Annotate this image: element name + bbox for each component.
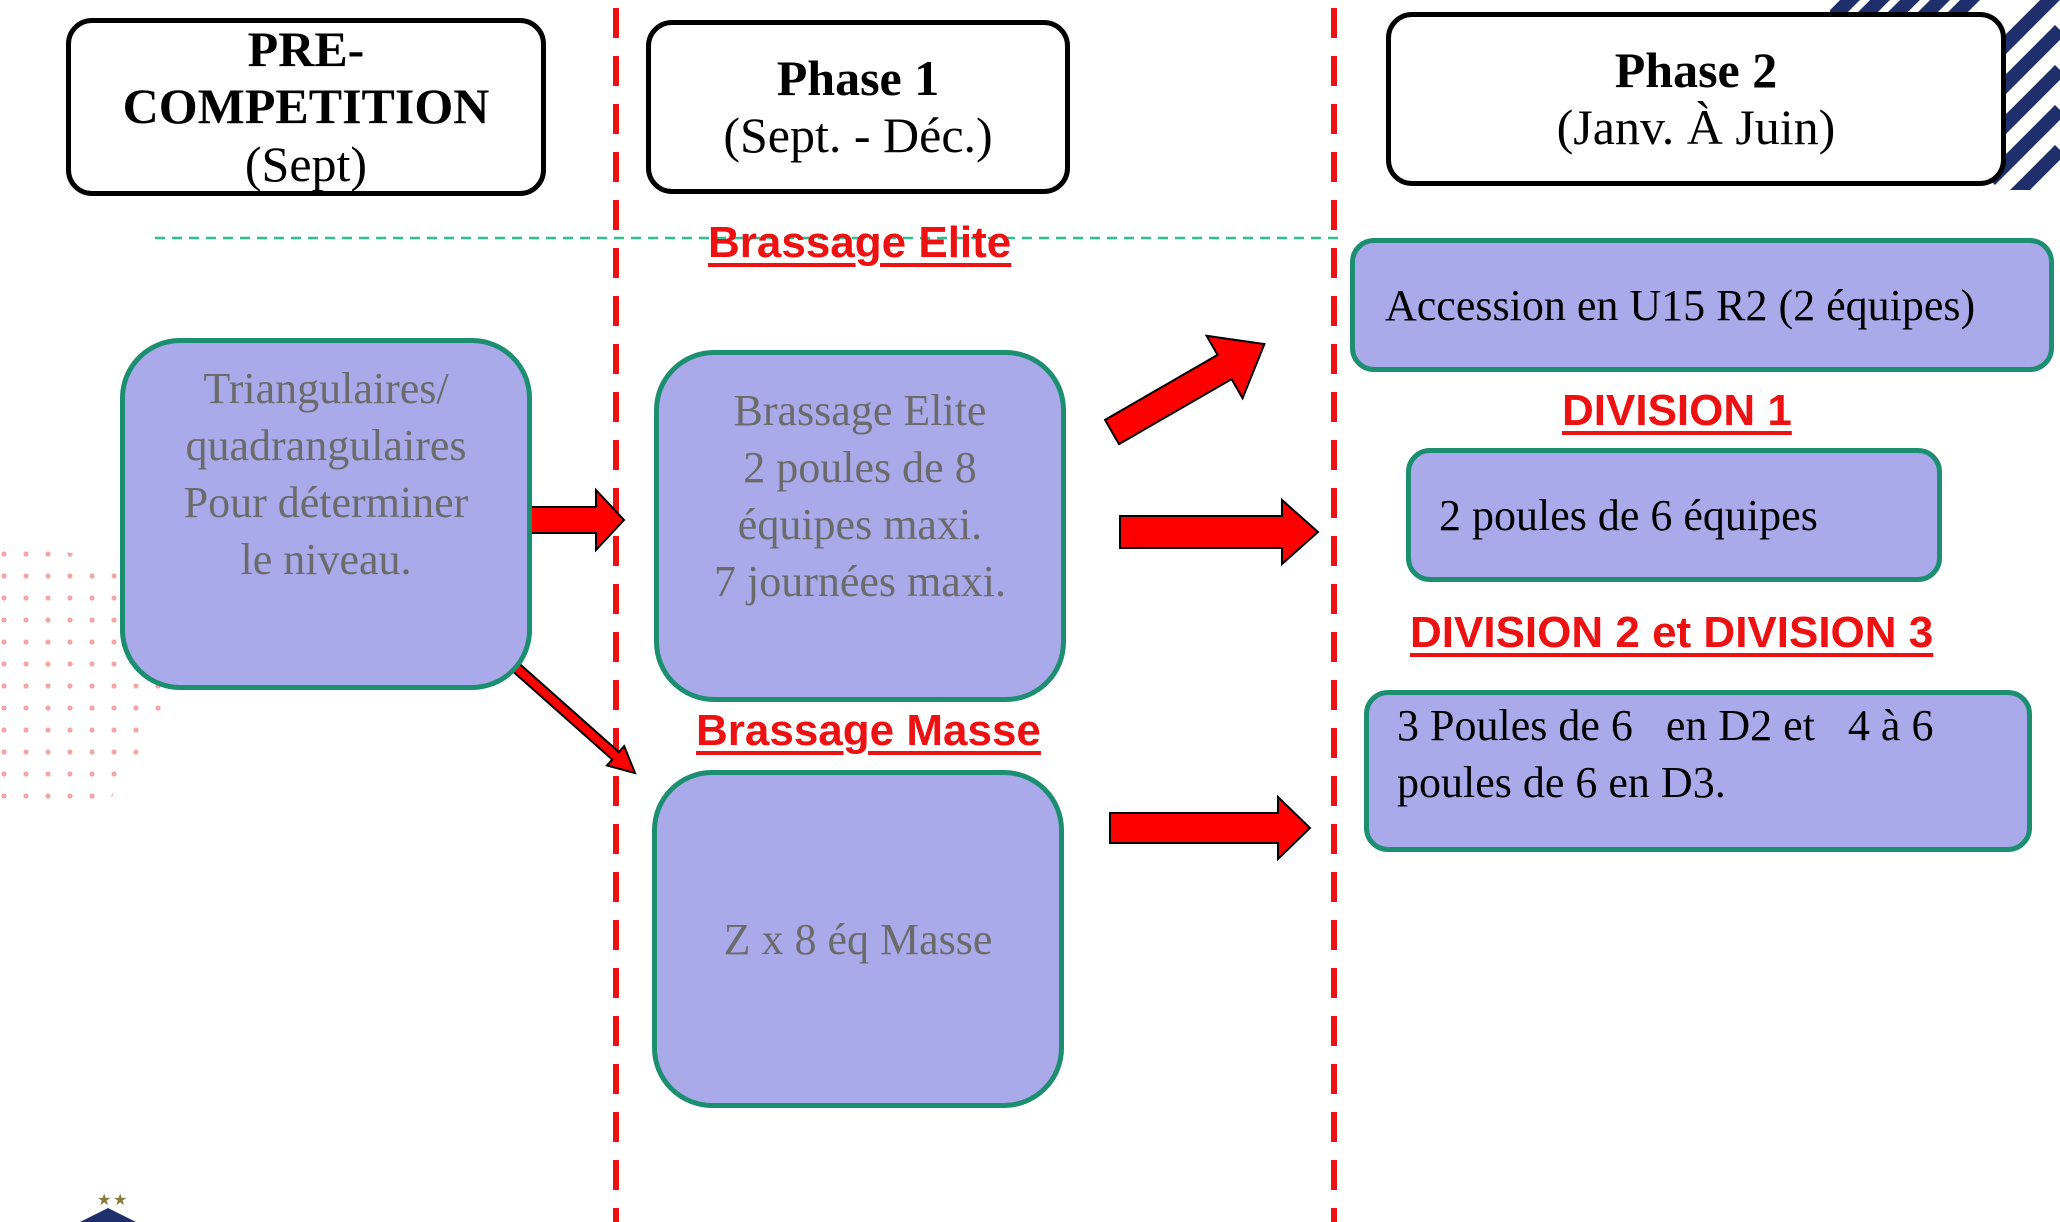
header-pre-line1: PRE- <box>247 20 365 77</box>
arrow-masse-to-div23 <box>1109 794 1312 862</box>
label-division-2-3: DIVISION 2 et DIVISION 3 <box>1410 608 1934 657</box>
box-div1-text: 2 poules de 6 équipes <box>1439 490 1818 540</box>
header-pre-sub: (Sept) <box>244 135 368 192</box>
stars-logo: ★ ★ <box>80 1190 136 1222</box>
label-brassage-masse: Brassage Masse <box>696 706 1041 755</box>
box-pre-line: Triangulaires/ <box>203 364 449 413</box>
box-division-2-3: 3 Poules de 6 en D2 et 4 à 6 poules de 6… <box>1364 690 2032 852</box>
label-brassage-elite: Brassage Elite <box>708 218 1012 267</box>
svg-text:★: ★ <box>113 1190 127 1209</box>
box-brassage-masse: Z x 8 éq Masse <box>652 770 1064 1108</box>
box-elite-line: 7 journées maxi. <box>713 557 1007 606</box>
box-accession: Accession en U15 R2 (2 équipes) <box>1350 238 2054 372</box>
box-elite-line: Brassage Elite <box>733 386 987 435</box>
label-division-1: DIVISION 1 <box>1562 386 1792 435</box>
header-phase2: Phase 2 (Janv. À Juin) <box>1386 12 2006 186</box>
box-pre-line: quadrangulaires <box>185 421 467 470</box>
header-phase2-sub: (Janv. À Juin) <box>1556 99 1836 155</box>
box-elite-line: équipes maxi. <box>737 500 983 549</box>
box-div23-line: 3 Poules de 6 en D2 et 4 à 6 <box>1397 701 1934 750</box>
box-div23-line: poules de 6 en D3. <box>1397 758 1726 807</box>
arrow-elite-to-accession <box>1103 334 1266 446</box>
box-masse-line: Z x 8 éq Masse <box>723 914 993 964</box>
header-phase1: Phase 1 (Sept. - Déc.) <box>646 20 1070 194</box>
box-pre-competition: Triangulaires/ quadrangulaires Pour déte… <box>120 338 532 690</box>
box-division-1: 2 poules de 6 équipes <box>1406 448 1942 582</box>
box-pre-line: le niveau. <box>240 535 412 584</box>
box-pre-line: Pour déterminer <box>183 478 469 527</box>
arrow-elite-to-div1 <box>1119 497 1320 567</box>
header-phase2-title: Phase 2 <box>1614 41 1778 98</box>
box-elite-line: 2 poules de 8 <box>743 443 977 492</box>
svg-text:★: ★ <box>97 1190 111 1209</box>
header-phase1-title: Phase 1 <box>776 49 940 106</box>
box-brassage-elite: Brassage Elite 2 poules de 8 équipes max… <box>654 350 1066 702</box>
header-pre-competition: PRE- COMPETITION (Sept) <box>66 18 546 196</box>
header-phase1-sub: (Sept. - Déc.) <box>723 107 993 163</box>
header-pre-line2: COMPETITION <box>122 78 490 135</box>
box-accession-text: Accession en U15 R2 (2 équipes) <box>1385 280 1976 330</box>
